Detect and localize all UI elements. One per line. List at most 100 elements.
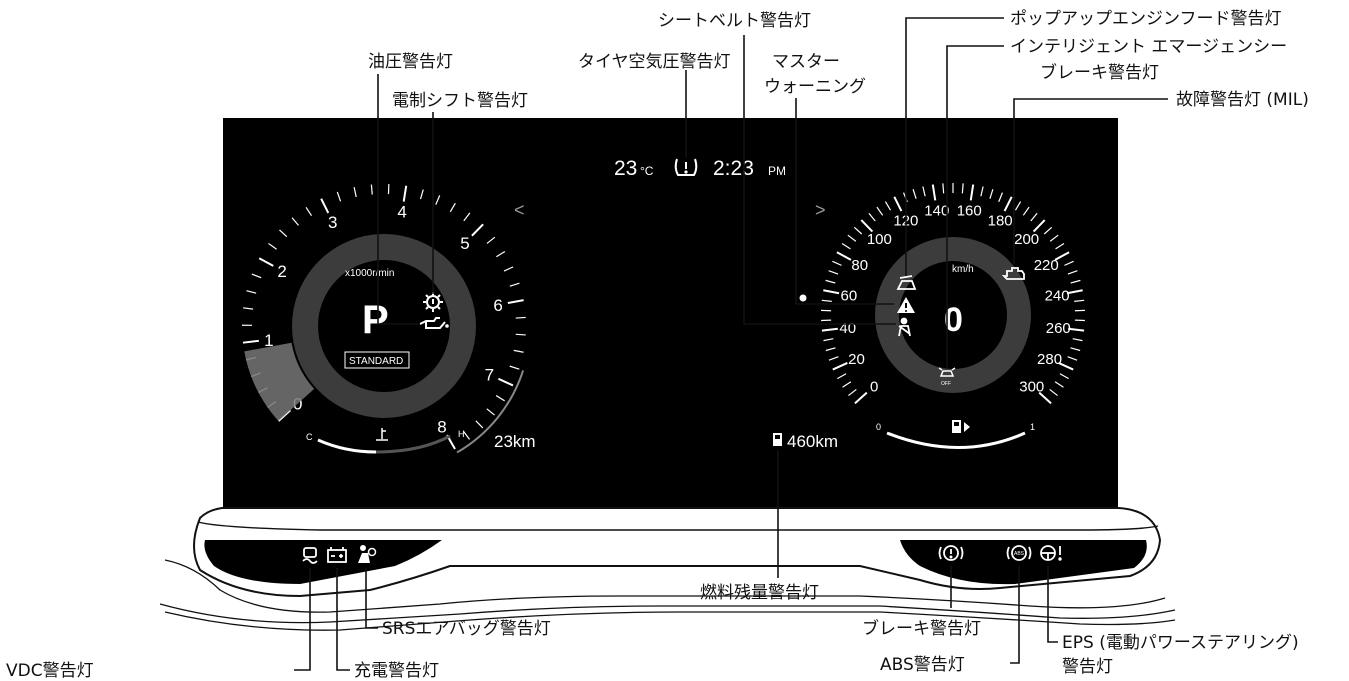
nav-right-arrow: > — [815, 200, 826, 220]
speedo-label: 40 — [839, 320, 856, 337]
speedo-major-tick — [931, 184, 937, 201]
tach-label: 5 — [460, 234, 469, 253]
tach-minor-tick — [495, 395, 506, 402]
speedo-minor-tick — [837, 373, 847, 380]
speedo-minor-tick — [825, 279, 836, 284]
speedo-minor-tick — [1070, 347, 1081, 352]
tach-label: 3 — [328, 213, 337, 232]
tach-minor-tick — [268, 242, 277, 250]
tach-unit: x1000r/min — [345, 268, 394, 279]
label-electric-shift: 電制シフト警告灯 — [392, 91, 528, 111]
label-srs-airbag: SRSエアバッグ警告灯 — [382, 619, 551, 639]
speedo-major-tick — [836, 251, 852, 261]
speedo-minor-tick — [1014, 201, 1022, 211]
label-emergency-brake-1: インテリジェント エマージェンシー — [1010, 37, 1287, 57]
trip-distance: 23km — [494, 432, 536, 451]
speedo-minor-tick — [1072, 338, 1083, 342]
speedo-label: 160 — [957, 203, 982, 220]
speedo-minor-tick — [998, 192, 1004, 203]
charge-warning-icon — [327, 547, 347, 563]
tach-minor-tick — [515, 316, 526, 319]
label-master-warning-2: ウォーニング — [764, 77, 866, 97]
tach-label: 8 — [437, 418, 446, 437]
speedo-label: 180 — [988, 212, 1013, 229]
tach-minor-tick — [435, 195, 441, 205]
speedo-minor-tick — [876, 206, 884, 216]
tach-major-tick — [471, 223, 484, 237]
speedo-label: 200 — [1014, 231, 1039, 248]
tach-minor-tick — [503, 266, 514, 272]
speedo-minor-tick — [847, 234, 857, 242]
speedo-minor-tick — [868, 212, 876, 222]
nav-left-arrow: < — [514, 200, 525, 220]
speedo-minor-tick — [961, 183, 964, 194]
speedo-minor-tick — [922, 186, 926, 197]
speedo-minor-tick — [942, 183, 945, 194]
speedo-label: 300 — [1019, 378, 1044, 395]
tach-major-tick — [498, 377, 514, 387]
speedo-minor-tick — [980, 186, 984, 197]
speedo-minor-tick — [1074, 299, 1085, 302]
svg-text:OFF: OFF — [941, 381, 951, 387]
leader-master-warning — [795, 98, 894, 305]
speedo-label: 140 — [924, 203, 949, 220]
tach-minor-tick — [513, 349, 524, 353]
speedo-minor-tick — [1055, 242, 1065, 250]
leader-seatbelt — [743, 35, 896, 325]
master-warning-icon — [897, 297, 915, 313]
fuel-empty-label: 0 — [876, 422, 881, 432]
drive-mode-box — [344, 351, 410, 369]
speedo-minor-tick — [828, 356, 839, 361]
speedo-label: 60 — [841, 288, 858, 305]
label-abs: ABS警告灯 — [880, 655, 965, 675]
fuel-arc — [886, 431, 1026, 449]
svg-text:ABS: ABS — [1014, 551, 1025, 557]
emergency-brake-off-icon: OFF — [938, 367, 956, 387]
temperature-unit: °C — [640, 164, 654, 178]
fuel-gauge: 0 1 — [876, 420, 1035, 449]
speedo-minor-tick — [1064, 260, 1074, 266]
tach-minor-tick — [509, 365, 520, 370]
label-eps-2: 警告灯 — [1062, 657, 1113, 677]
speedo-label: 220 — [1034, 257, 1059, 274]
tach-ring — [292, 234, 476, 418]
tach-minor-tick — [496, 250, 506, 258]
oil-pressure-warning-icon — [419, 317, 449, 329]
speedo-minor-tick — [825, 347, 836, 352]
tire-pressure-icon — [674, 158, 698, 176]
outside-temperature: 23 — [614, 157, 637, 180]
speedo-minor-tick — [821, 299, 832, 302]
leader-mil — [1013, 98, 1168, 264]
tach-label: 6 — [493, 296, 502, 315]
master-warning-dot — [799, 294, 807, 302]
speedo-major-tick — [969, 184, 975, 201]
tach-label: 7 — [485, 366, 494, 385]
tach-minor-tick — [419, 189, 424, 200]
brake-warning-icon — [938, 545, 964, 561]
engine-malfunction-icon — [1001, 267, 1025, 280]
left-indicator-panel — [204, 540, 442, 584]
range-distance: 460km — [787, 432, 838, 451]
speedo-minor-tick — [884, 201, 892, 211]
speedo-minor-tick — [828, 270, 839, 275]
speedo-major-tick — [1038, 391, 1052, 405]
speedo-minor-tick — [1067, 356, 1078, 361]
speedo-minor-tick — [842, 381, 852, 388]
speedo-minor-tick — [1054, 381, 1064, 388]
label-brake: ブレーキ警告灯 — [862, 618, 981, 639]
temp-hot-label: H — [458, 429, 465, 439]
label-master-warning-1: マスター — [772, 52, 840, 72]
leader-eps — [1047, 566, 1058, 643]
tach-major-tick — [507, 299, 524, 305]
fuel-full-label: 1 — [1030, 422, 1035, 432]
speedo-minor-tick — [1049, 234, 1059, 242]
tach-minor-tick — [243, 307, 254, 310]
speedo-minor-tick — [1043, 226, 1053, 235]
housing-contour — [159, 603, 1176, 624]
housing-contour — [164, 559, 1166, 613]
tach-minor-tick — [463, 430, 471, 440]
tach-label: 0 — [293, 395, 302, 414]
